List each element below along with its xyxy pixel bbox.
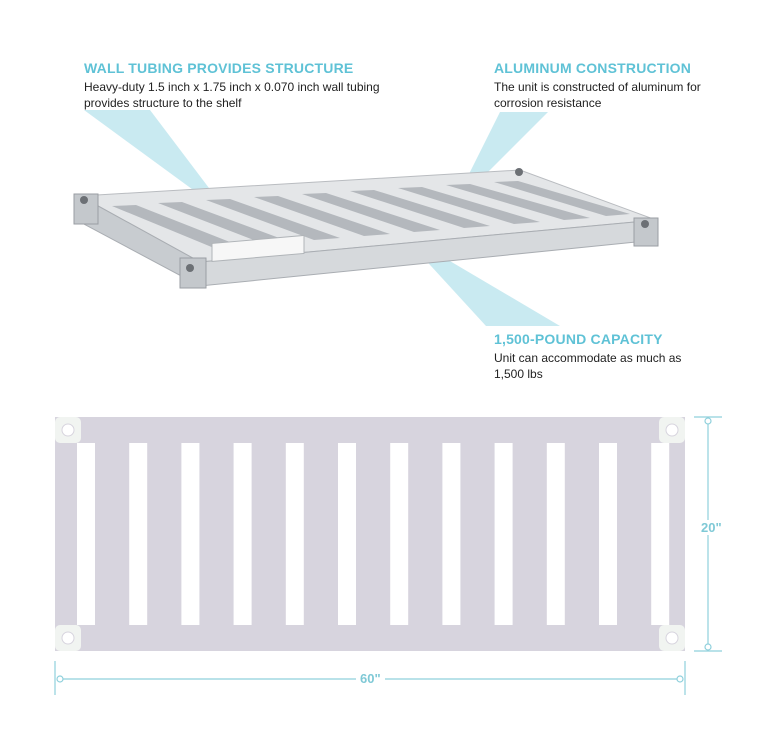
- post-hole: [80, 196, 88, 204]
- callout-aluminum: ALUMINUM CONSTRUCTION The unit is constr…: [494, 60, 744, 111]
- slat-gap: [129, 443, 148, 625]
- post-hole: [515, 168, 523, 176]
- callout-beam-aluminum: [468, 112, 548, 176]
- plan-frame: [55, 417, 685, 651]
- slat-gap: [599, 443, 617, 625]
- slat-gap: [181, 443, 200, 625]
- plan-slat-gaps: [77, 443, 670, 625]
- slat-gap: [494, 443, 513, 625]
- slat-gap: [77, 443, 95, 625]
- corner-plate: [55, 625, 81, 651]
- callout-capacity: 1,500-POUND CAPACITY Unit can accommodat…: [494, 331, 694, 382]
- slat-gap: [546, 443, 565, 625]
- callout-beam-capacity: [420, 254, 560, 326]
- post-hole: [641, 220, 649, 228]
- callout-beam-wall: [84, 110, 212, 192]
- slat-gap: [651, 443, 670, 625]
- corner-post-front-left: [179, 257, 207, 289]
- slat-gap: [233, 443, 252, 625]
- corner-hole: [665, 423, 679, 437]
- corner-plate: [659, 625, 685, 651]
- callout-text: Unit can accommodate as much as 1,500 lb…: [494, 351, 682, 381]
- corner-hole: [61, 423, 75, 437]
- width-dimension-label: 60": [356, 671, 385, 686]
- label-plate: [211, 234, 305, 262]
- callout-title: 1,500-POUND CAPACITY: [494, 331, 663, 347]
- corner-plate: [659, 417, 685, 443]
- corner-post-front-right: [633, 217, 659, 247]
- callout-text: The unit is constructed of aluminum for …: [494, 80, 701, 110]
- callout-title: WALL TUBING PROVIDES STRUCTURE: [84, 60, 354, 76]
- slat-gap: [390, 443, 409, 625]
- depth-dimension-label: 20": [697, 520, 726, 535]
- slat-gap: [338, 443, 356, 625]
- shelf-illustration: [73, 110, 659, 326]
- corner-plates: [55, 417, 685, 651]
- corner-plate: [55, 417, 81, 443]
- post-hole: [186, 264, 194, 272]
- corner-hole: [665, 631, 679, 645]
- corner-hole: [61, 631, 75, 645]
- shelf-slats: [112, 181, 630, 248]
- callout-text: Heavy-duty 1.5 inch x 1.75 inch x 0.070 …: [84, 80, 380, 110]
- slat-gap: [285, 443, 304, 625]
- callout-title: ALUMINUM CONSTRUCTION: [494, 60, 692, 76]
- callout-wall-tubing: WALL TUBING PROVIDES STRUCTURE Heavy-dut…: [84, 60, 414, 111]
- slat-gap: [442, 443, 461, 625]
